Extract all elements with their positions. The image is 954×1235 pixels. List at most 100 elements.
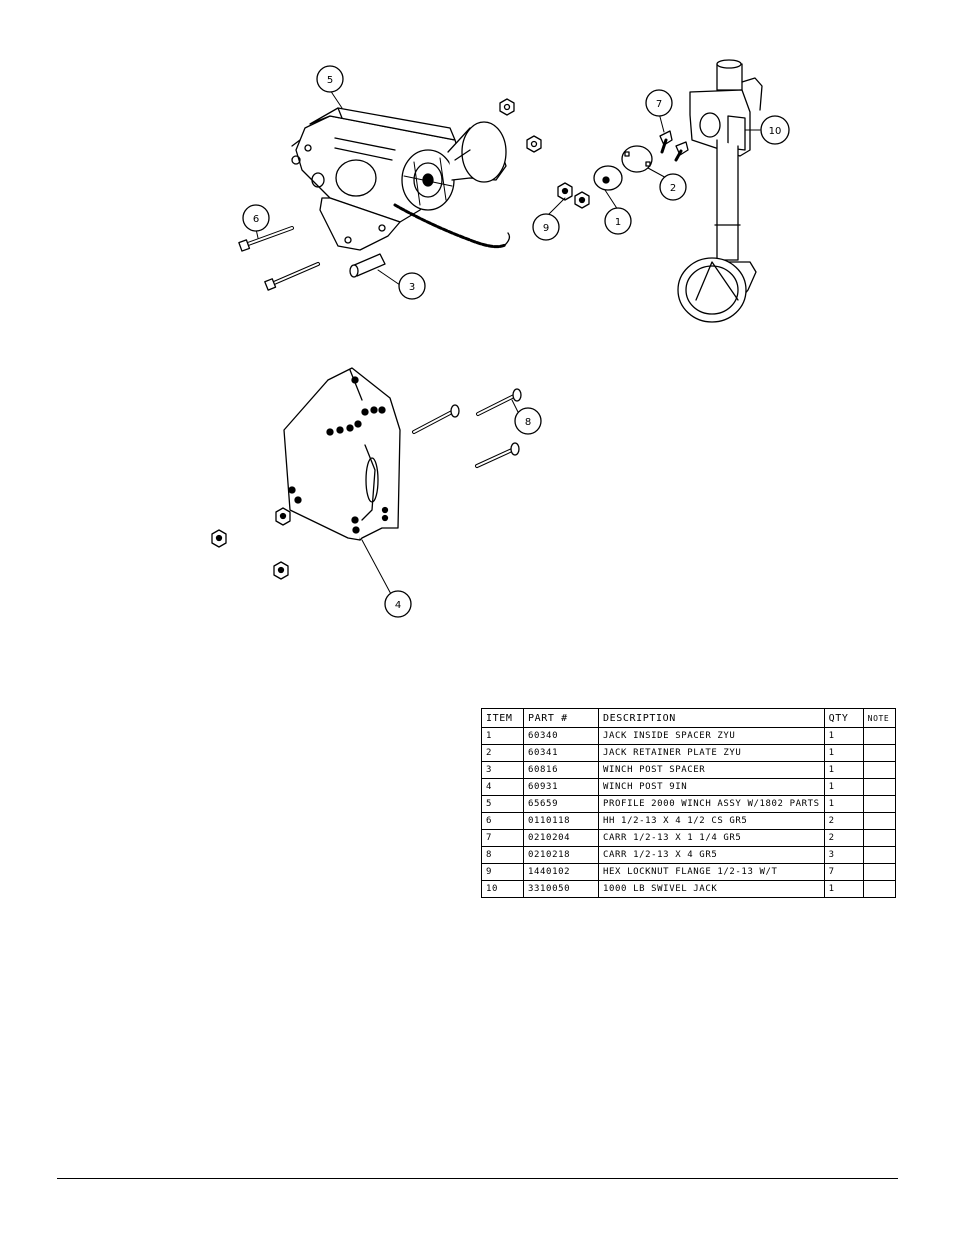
bom-cell-description: HH 1/2-13 X 4 1/2 CS GR5 xyxy=(598,812,825,830)
hex-locknut-group-lower xyxy=(211,507,291,580)
bom-cell-qty: 1 xyxy=(823,880,864,898)
bom-cell-part: 1440102 xyxy=(523,863,599,881)
bom-row: 2 60341 JACK RETAINER PLATE ZYU 1 xyxy=(481,744,896,762)
bom-row: 1 60340 JACK INSIDE SPACER ZYU 1 xyxy=(481,727,896,745)
bom-cell-note xyxy=(862,727,896,745)
bom-cell-qty: 1 xyxy=(823,727,864,745)
bom-cell-note xyxy=(862,744,896,762)
item-balloons: 5 6 3 9 1 2 7 10 xyxy=(242,65,790,618)
bom-cell-part: 0110118 xyxy=(523,812,599,830)
bom-cell-qty: 1 xyxy=(823,761,864,779)
bom-cell-description: HEX LOCKNUT FLANGE 1/2-13 W/T xyxy=(598,863,825,881)
bom-cell-qty: 1 xyxy=(823,778,864,796)
bom-row: 6 0110118 HH 1/2-13 X 4 1/2 CS GR5 2 xyxy=(481,812,896,830)
winch-assembly xyxy=(291,107,511,251)
bom-cell-qty: 2 xyxy=(823,829,864,847)
bom-cell-description: PROFILE 2000 WINCH ASSY W/1802 PARTS xyxy=(598,795,825,813)
balloon-item-9: 9 xyxy=(532,213,560,241)
bom-cell-part: 60931 xyxy=(523,778,599,796)
balloon-item-2: 2 xyxy=(659,173,687,201)
bom-cell-item: 6 xyxy=(481,812,524,830)
bom-cell-part: 0210204 xyxy=(523,829,599,847)
bom-cell-qty: 1 xyxy=(823,795,864,813)
svg-text:4: 4 xyxy=(395,600,401,611)
svg-text:10: 10 xyxy=(769,126,782,137)
balloon-item-6: 6 xyxy=(242,204,270,232)
bom-cell-item: 1 xyxy=(481,727,524,745)
bom-cell-note xyxy=(862,795,896,813)
svg-text:5: 5 xyxy=(327,75,333,86)
bom-cell-note xyxy=(862,829,896,847)
bom-row: 4 60931 WINCH POST 9IN 1 xyxy=(481,778,896,796)
bom-cell-description: 1000 LB SWIVEL JACK xyxy=(598,880,825,898)
exploded-assembly-drawing: 5 6 3 9 1 2 7 10 xyxy=(211,59,790,618)
hex-bolt-group xyxy=(238,226,320,291)
svg-text:2: 2 xyxy=(670,183,676,194)
svg-text:3: 3 xyxy=(409,282,415,293)
bom-cell-part: 0210218 xyxy=(523,846,599,864)
bom-cell-description: JACK INSIDE SPACER ZYU xyxy=(598,727,825,745)
jack-spacer-and-plate xyxy=(593,145,653,191)
bom-cell-description: CARR 1/2-13 X 1 1/4 GR5 xyxy=(598,829,825,847)
bom-cell-part: 3310050 xyxy=(523,880,599,898)
bom-cell-note xyxy=(862,880,896,898)
bom-cell-qty: 2 xyxy=(823,812,864,830)
svg-text:9: 9 xyxy=(543,223,549,234)
svg-text:1: 1 xyxy=(615,217,621,228)
bom-header-part: PART # xyxy=(523,708,599,728)
bom-cell-description: JACK RETAINER PLATE ZYU xyxy=(598,744,825,762)
bom-cell-item: 3 xyxy=(481,761,524,779)
balloon-item-7: 7 xyxy=(645,89,673,117)
bom-cell-note xyxy=(862,812,896,830)
balloon-item-1: 1 xyxy=(604,207,632,235)
bom-header-description: DESCRIPTION xyxy=(598,708,825,728)
bom-cell-item: 2 xyxy=(481,744,524,762)
svg-text:8: 8 xyxy=(525,417,531,428)
swivel-jack-part xyxy=(677,59,763,323)
bom-cell-part: 60340 xyxy=(523,727,599,745)
bom-cell-note xyxy=(862,863,896,881)
bom-header-note: NOTE xyxy=(862,708,896,728)
bom-cell-item: 10 xyxy=(481,880,524,898)
bom-cell-qty: 7 xyxy=(823,863,864,881)
footer-rule xyxy=(57,1178,898,1179)
bom-row: 7 0210204 CARR 1/2-13 X 1 1/4 GR5 2 xyxy=(481,829,896,847)
bom-cell-part: 60816 xyxy=(523,761,599,779)
bill-of-materials-table: ITEM PART # DESCRIPTION QTY NOTE 1 60340… xyxy=(481,708,896,898)
bom-row: 9 1440102 HEX LOCKNUT FLANGE 1/2-13 W/T … xyxy=(481,863,896,881)
bom-header-row: ITEM PART # DESCRIPTION QTY NOTE xyxy=(481,708,896,728)
svg-text:6: 6 xyxy=(253,214,259,225)
bom-cell-description: WINCH POST 9IN xyxy=(598,778,825,796)
bom-row: 5 65659 PROFILE 2000 WINCH ASSY W/1802 P… xyxy=(481,795,896,813)
bom-row: 3 60816 WINCH POST SPACER 1 xyxy=(481,761,896,779)
bom-cell-description: WINCH POST SPACER xyxy=(598,761,825,779)
balloon-item-8: 8 xyxy=(514,407,542,435)
bom-cell-part: 60341 xyxy=(523,744,599,762)
carriage-bolt-short-group xyxy=(659,130,689,162)
bom-row: 8 0210218 CARR 1/2-13 X 4 GR5 3 xyxy=(481,846,896,864)
bom-header-item: ITEM xyxy=(481,708,524,728)
winch-post-part xyxy=(283,367,401,541)
bom-cell-item: 5 xyxy=(481,795,524,813)
winch-post-spacer-part xyxy=(349,253,386,278)
svg-text:7: 7 xyxy=(656,99,662,110)
hex-locknut-group-upper xyxy=(499,98,590,209)
bom-cell-note xyxy=(862,761,896,779)
bom-cell-note xyxy=(862,778,896,796)
bom-cell-part: 65659 xyxy=(523,795,599,813)
bom-row: 10 3310050 1000 LB SWIVEL JACK 1 xyxy=(481,880,896,898)
bom-cell-item: 8 xyxy=(481,846,524,864)
balloon-item-4: 4 xyxy=(384,590,412,618)
bom-cell-qty: 1 xyxy=(823,744,864,762)
bom-cell-note xyxy=(862,846,896,864)
bom-header-qty: QTY xyxy=(823,708,864,728)
balloon-item-10: 10 xyxy=(760,115,790,145)
balloon-item-3: 3 xyxy=(398,272,426,300)
carriage-bolt-long-group xyxy=(412,388,522,468)
balloon-item-5: 5 xyxy=(316,65,344,93)
bom-cell-item: 7 xyxy=(481,829,524,847)
bom-cell-item: 4 xyxy=(481,778,524,796)
bom-cell-item: 9 xyxy=(481,863,524,881)
bom-cell-description: CARR 1/2-13 X 4 GR5 xyxy=(598,846,825,864)
bom-cell-qty: 3 xyxy=(823,846,864,864)
